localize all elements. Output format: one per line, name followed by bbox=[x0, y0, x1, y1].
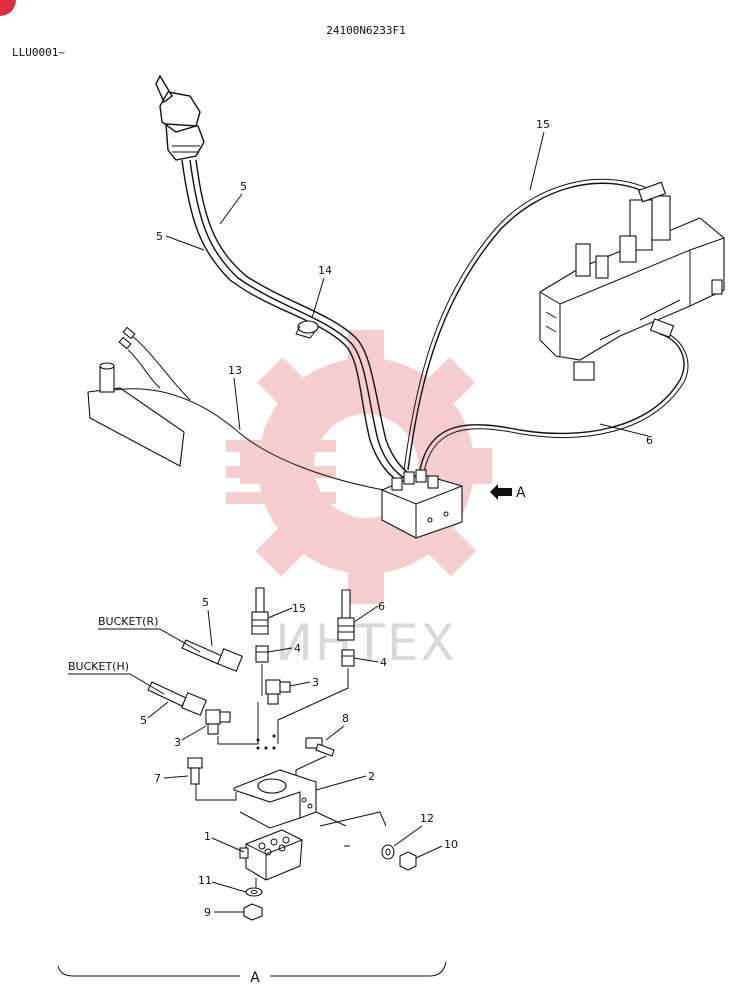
watermark-gear-icon bbox=[226, 330, 492, 604]
watermark-text: ИНТЕХ bbox=[275, 614, 456, 672]
callout-6a: 6 bbox=[646, 434, 653, 447]
bolt-8 bbox=[305, 737, 335, 757]
detail-brace bbox=[57, 961, 447, 977]
washer-11 bbox=[245, 887, 263, 897]
callout-7: 7 bbox=[154, 772, 161, 785]
hose-6 bbox=[419, 333, 685, 471]
mounting-bracket bbox=[233, 769, 317, 829]
hose-fitting-5-bucket-h bbox=[147, 681, 207, 716]
hose-fitting-15 bbox=[251, 587, 269, 635]
callout-3b: 3 bbox=[174, 736, 181, 749]
elbow-3-left bbox=[205, 709, 231, 735]
nut-9 bbox=[243, 903, 263, 921]
callout-9: 9 bbox=[204, 906, 211, 919]
callout-5d: 5 bbox=[140, 714, 147, 727]
remote-valve-block bbox=[381, 469, 463, 539]
control-valve bbox=[539, 181, 725, 381]
callout-8: 8 bbox=[342, 712, 349, 725]
callout-4b: 4 bbox=[380, 656, 387, 669]
callout-15a: 15 bbox=[536, 118, 550, 131]
callout-6b: 6 bbox=[378, 600, 385, 613]
callout-1: 1 bbox=[204, 830, 211, 843]
callout-10: 10 bbox=[444, 838, 458, 851]
switch-harness bbox=[87, 326, 385, 491]
hose-15-inner bbox=[403, 178, 653, 471]
hose-15 bbox=[407, 182, 651, 471]
pilot-hoses-upper bbox=[181, 159, 415, 486]
washer-12 bbox=[381, 844, 395, 860]
drawing-number: 24100N6233F1 bbox=[326, 24, 405, 37]
adapter-4-right bbox=[341, 649, 355, 667]
callout-5c: 5 bbox=[202, 596, 209, 609]
serial-range: LLU0001~ bbox=[12, 46, 65, 59]
callouts-upper: 5 5 14 13 15 6 bbox=[156, 118, 653, 447]
callout-15b: 15 bbox=[292, 602, 306, 615]
view-arrow-icon bbox=[490, 484, 512, 500]
adapter-4-left bbox=[255, 645, 269, 663]
view-marker: A bbox=[516, 485, 526, 501]
callout-11: 11 bbox=[198, 874, 212, 887]
hose-fitting-5-bucket-r bbox=[181, 639, 243, 672]
hose-clamp bbox=[295, 320, 319, 339]
joystick-assembly bbox=[155, 74, 205, 161]
label-bucket-h: BUCKET(H) bbox=[68, 660, 129, 673]
nut-10 bbox=[399, 851, 417, 871]
callout-14: 14 bbox=[318, 264, 332, 277]
callout-5a: 5 bbox=[240, 180, 247, 193]
remote-valve-detail bbox=[239, 829, 303, 881]
hose-fitting-6 bbox=[337, 589, 355, 641]
callout-2: 2 bbox=[368, 770, 375, 783]
callout-13: 13 bbox=[228, 364, 242, 377]
detail-marker: A bbox=[250, 970, 260, 986]
label-bucket-r: BUCKET(R) bbox=[98, 615, 158, 628]
callout-4a: 4 bbox=[294, 642, 301, 655]
bolt-7 bbox=[187, 757, 203, 785]
callout-5b: 5 bbox=[156, 230, 163, 243]
hose-6-inner bbox=[423, 331, 689, 473]
elbow-3-right bbox=[265, 679, 291, 705]
callout-3a: 3 bbox=[312, 676, 319, 689]
corner-mark bbox=[0, 0, 16, 16]
assembly-lines bbox=[217, 664, 349, 750]
callout-12: 12 bbox=[420, 812, 434, 825]
